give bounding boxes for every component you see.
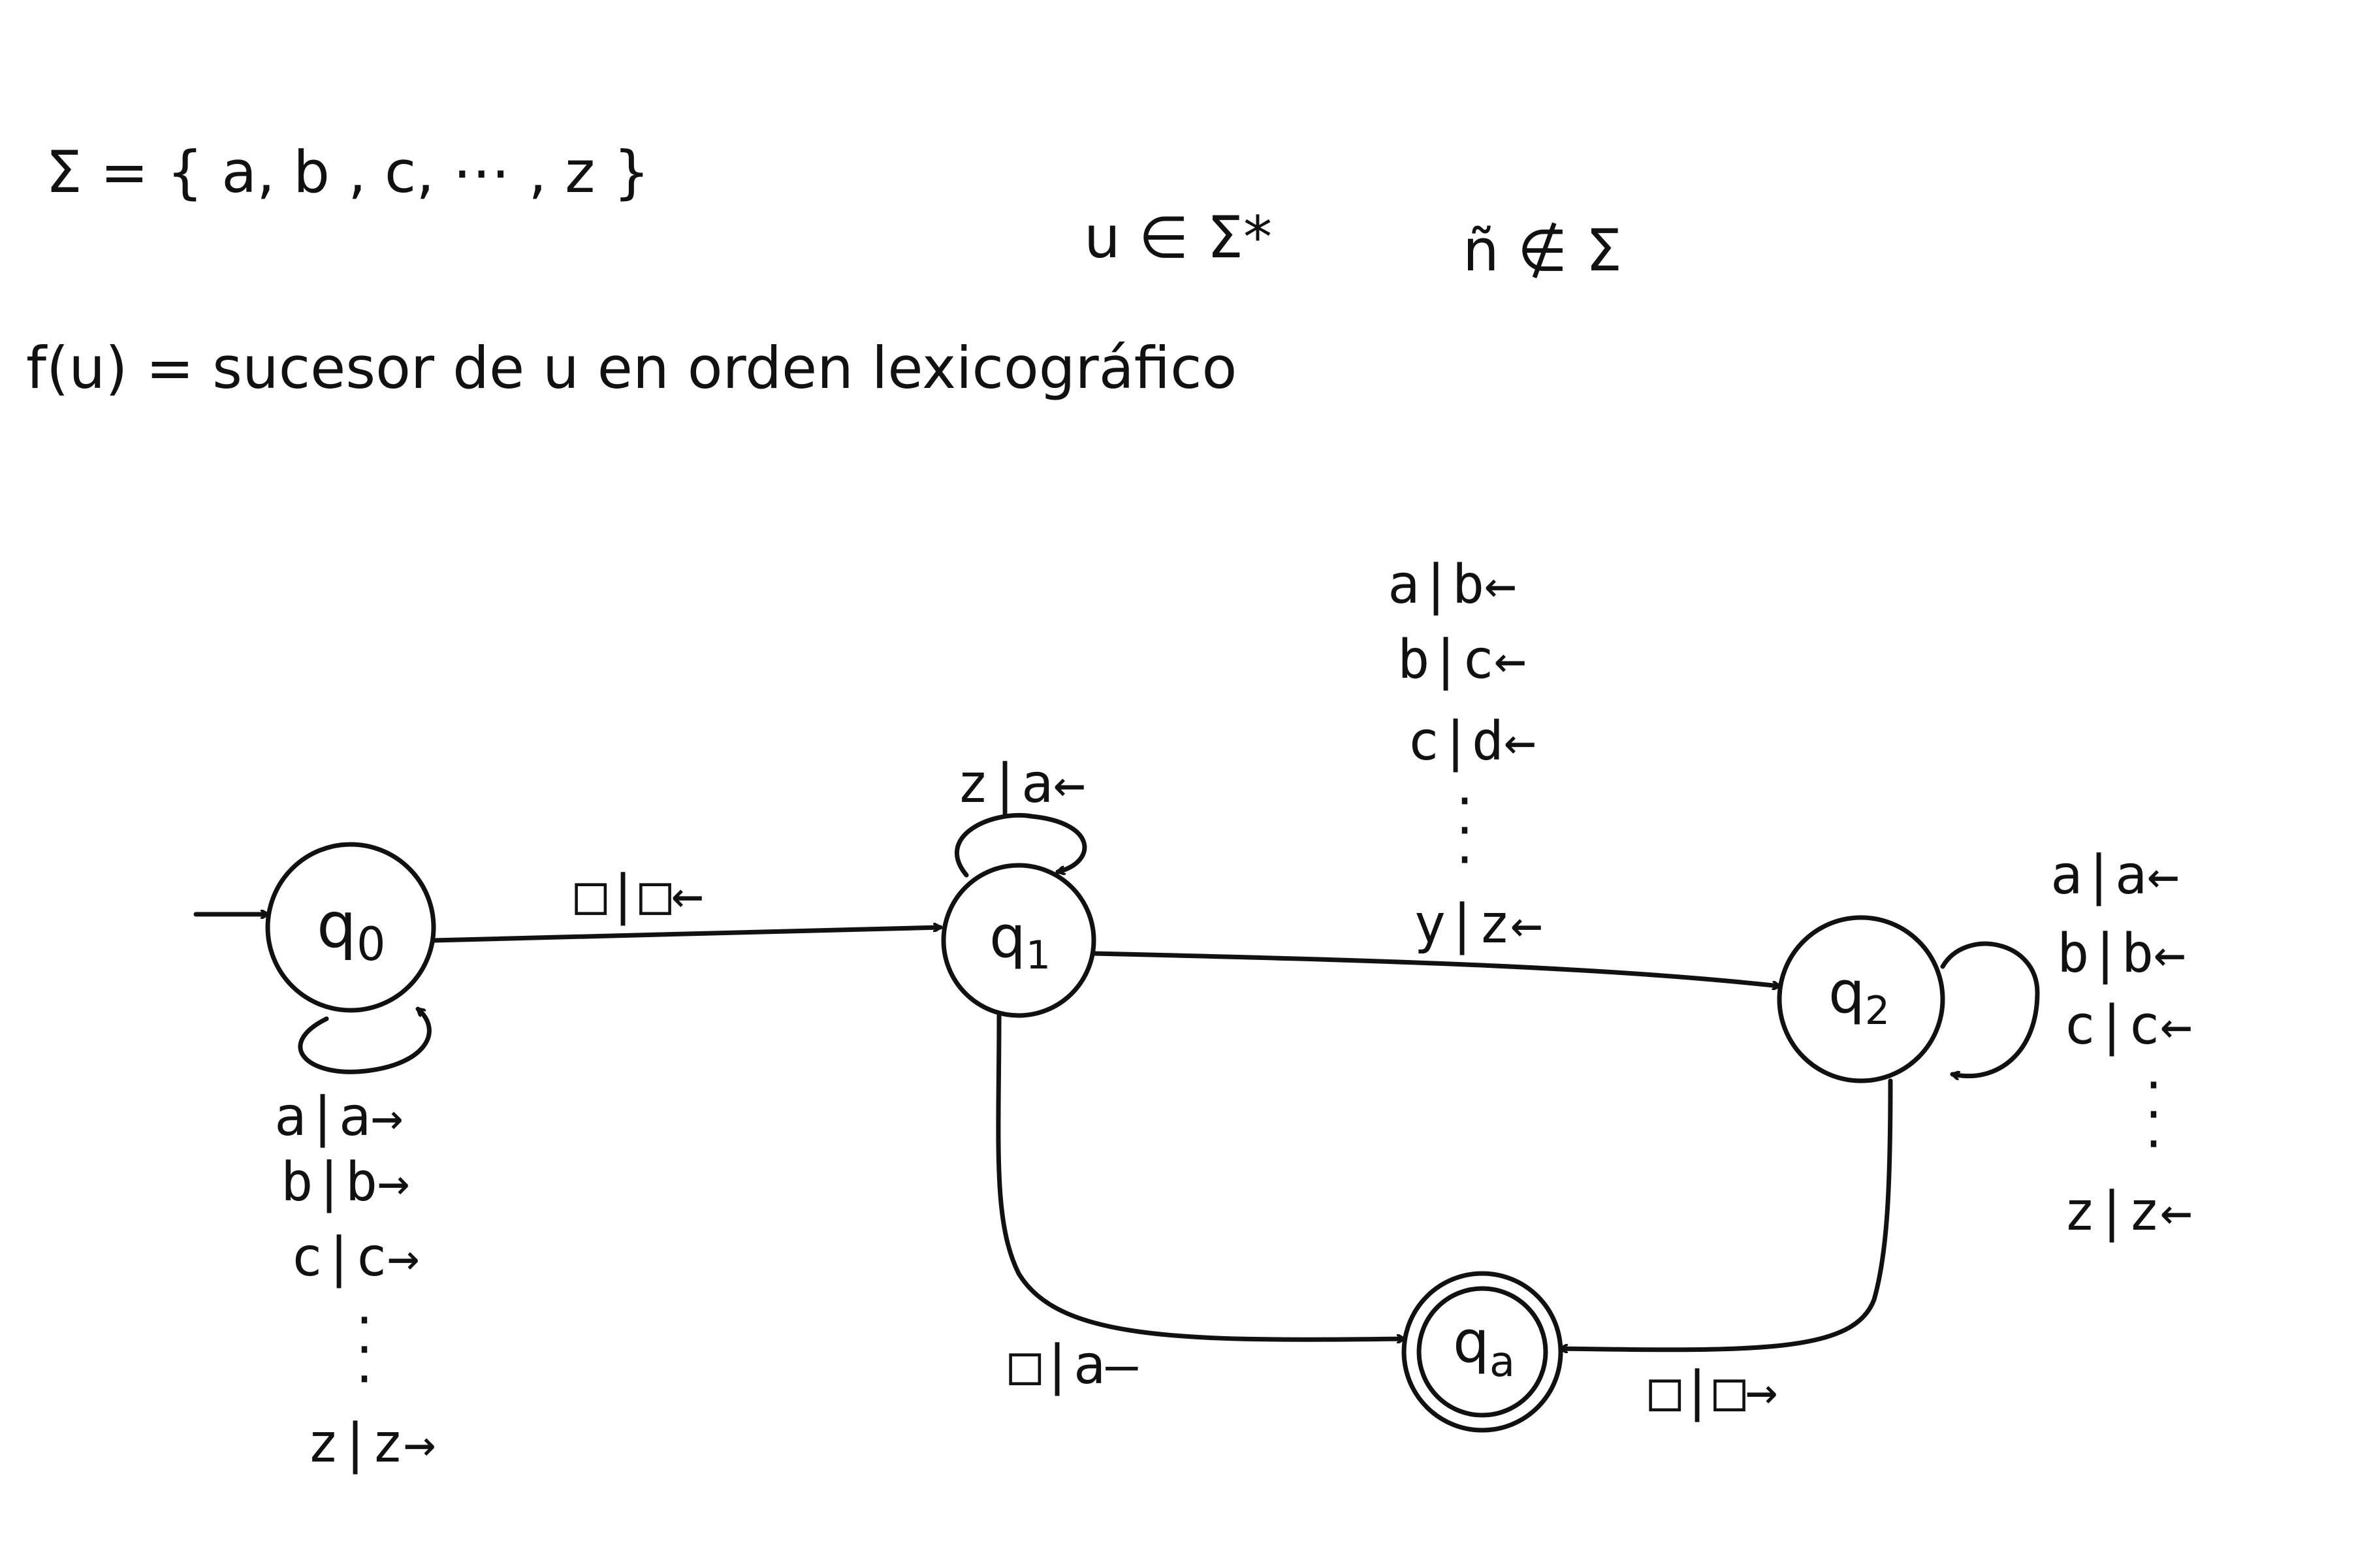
state-q0-label: q0 — [317, 889, 385, 971]
state-q1 — [941, 863, 1096, 1018]
state-q2 — [1777, 915, 1945, 1083]
edge-q2-qa — [1558, 1078, 1893, 1350]
loop-q1 — [955, 813, 1087, 878]
edge-q1-q2 — [1091, 951, 1779, 986]
edge-q1-qa-label: □|a– — [1009, 1334, 1138, 1396]
alphabet-definition: Σ = { a, b , c, ⋯ , z } — [46, 138, 650, 206]
q2-loop-label-z: z|z← — [2063, 1181, 2193, 1243]
edge-q2-qa-label: □|□→ — [1649, 1360, 1778, 1422]
q2-loop-label-b: b|b← — [2057, 923, 2186, 985]
q1-q2-ellipsis: · · · — [1456, 771, 1474, 892]
not-in-statement: ñ ∉ Σ — [1463, 217, 1622, 284]
edge-q0-q1-label: □|□← — [575, 864, 704, 926]
q2-loop-label-a: a|a← — [2050, 844, 2180, 906]
edge-q1-qa — [996, 1013, 1407, 1339]
q0-loop-label-b: b|b→ — [281, 1151, 410, 1213]
q1-q2-label-y: y|z← — [1414, 893, 1543, 955]
q0-loop-label-z: z|z→ — [307, 1413, 436, 1475]
function-definition: f(u) = sucesor de u en orden lexicográfi… — [26, 334, 1237, 402]
q2-loop-label-c: c|c← — [2063, 995, 2193, 1057]
edge-q0-q1 — [431, 927, 943, 943]
membership-statement: u ∈ Σ* — [1084, 204, 1272, 271]
q2-loop-ellipsis: · · · — [2145, 1055, 2163, 1176]
q0-loop-label-c: c|c→ — [291, 1226, 420, 1288]
state-qa-inner — [1416, 1286, 1548, 1418]
q1-q2-label-a: a|b← — [1388, 554, 1517, 616]
loop-q2 — [1940, 941, 2040, 1076]
q1-q2-label-b: b|c← — [1397, 629, 1527, 691]
q1-q2-label-c: c|d← — [1407, 711, 1536, 773]
q0-loop-label-a: a|a→ — [274, 1086, 404, 1148]
q0-loop-ellipsis: · · · — [356, 1290, 374, 1411]
state-q0 — [265, 842, 436, 1013]
q1-loop-label: z|a← — [957, 753, 1086, 815]
state-qa-label: qa — [1453, 1308, 1515, 1386]
loop-q0 — [298, 1006, 432, 1074]
state-q2-label: q2 — [1828, 959, 1890, 1034]
state-q1-label: q1 — [989, 903, 1051, 978]
